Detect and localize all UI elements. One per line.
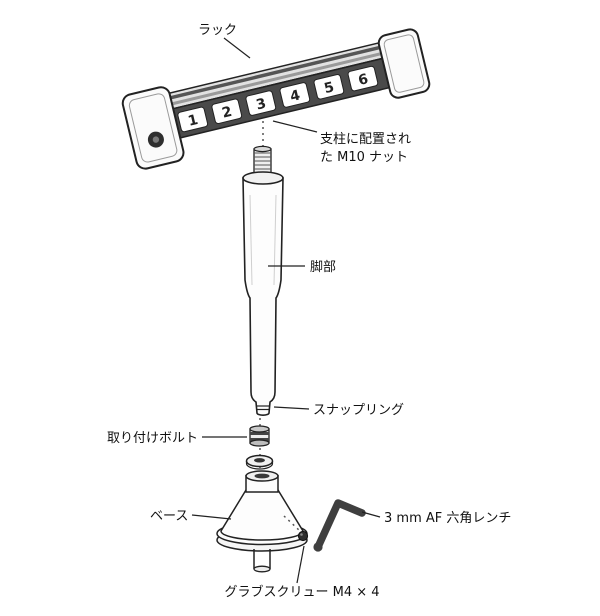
leader-lines (191, 37, 381, 584)
base-label: ベース (150, 509, 188, 524)
text-labels: ラック 支柱に配置され た M10 ナット 脚部 スナップリング 取り付けボルト… (107, 23, 511, 600)
rack-right-endcap-inner (383, 34, 425, 93)
base-cone (220, 489, 304, 541)
number-plate (279, 82, 311, 108)
leader-rack (223, 37, 251, 59)
leader-grub-screw (296, 545, 305, 584)
grub-screw-highlight (300, 533, 303, 536)
number-plate (245, 90, 277, 116)
hex-wrench-shape (314, 499, 366, 551)
m10-stud-drawing (253, 145, 272, 177)
washer-drawing (245, 454, 274, 470)
washer-hole (254, 458, 265, 463)
m10-nut-label-line2: た M10 ナット (320, 150, 408, 165)
leg-shade-line (249, 194, 253, 286)
plate-number: 1 (186, 112, 199, 130)
leader-hex-wrench (361, 511, 381, 518)
bolt-bottom (249, 439, 270, 447)
base-drawing (216, 470, 308, 573)
plate-number: 4 (289, 87, 302, 105)
number-plate (211, 98, 243, 125)
base-neck-hole (254, 473, 270, 479)
washer-depth (245, 461, 274, 470)
grub-screw-label: グラブスクリュー M4 × 4 (224, 584, 379, 600)
leg-top-ellipse (242, 171, 284, 185)
hex-wrench-ball-end (313, 542, 323, 552)
plate-number: 5 (323, 79, 336, 97)
plate-number: 6 (357, 71, 370, 89)
snap-ring-label: スナップリング (313, 403, 404, 418)
rack-left-endcap-inner (128, 93, 178, 163)
rack-number-plates: 1 2 3 4 5 6 (177, 65, 379, 133)
rack-top-rail-dark (165, 45, 382, 101)
endcap-hole-center (152, 136, 160, 143)
base-stem-bottom (253, 565, 271, 573)
stud-top (253, 145, 272, 153)
rack-drawing: 1 2 3 4 5 6 (121, 28, 431, 170)
leader-snap-ring (273, 406, 310, 410)
leader-base (191, 514, 232, 520)
number-plate (313, 73, 345, 100)
bolt-top (249, 425, 270, 433)
grub-screw-body (297, 530, 309, 542)
mounting-bolt-label: 取り付けボルト (107, 431, 198, 446)
number-plate (347, 65, 379, 92)
mounting-bolt-drawing (249, 425, 270, 447)
leg-column-drawing (242, 171, 284, 416)
leader-nut (272, 120, 318, 133)
leg-shade-line (273, 194, 277, 286)
dotted-alignment-line (283, 515, 301, 532)
hex-wrench-drawing (313, 499, 366, 552)
leg-outline (242, 177, 284, 416)
hex-wrench-label: 3 mm AF 六角レンチ (384, 511, 511, 526)
rack-label: ラック (198, 23, 237, 38)
plate-number: 3 (255, 96, 268, 114)
bolt-band (250, 432, 269, 435)
m10-nut-label-line1: 支柱に配置され (320, 132, 411, 147)
leg-label: 脚部 (310, 259, 336, 275)
rack-top-rail-mid (166, 51, 384, 107)
rack-left-endcap (121, 86, 185, 170)
number-plate (177, 106, 209, 133)
plate-number: 2 (221, 104, 234, 122)
rack-right-endcap (377, 28, 431, 99)
grub-screw-drawing (297, 530, 309, 542)
